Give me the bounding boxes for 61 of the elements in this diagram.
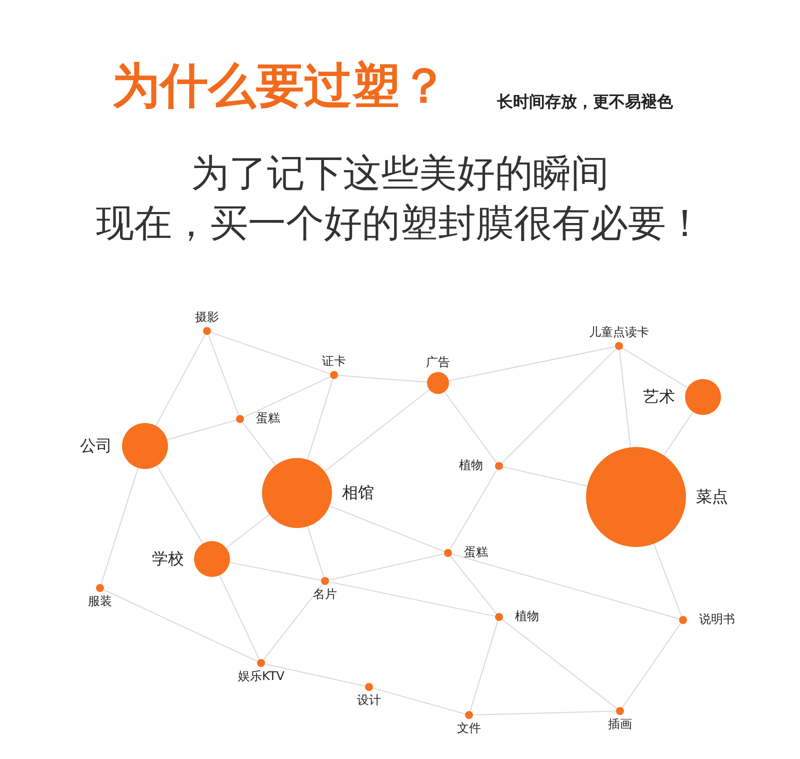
node-label: 蛋糕 (464, 546, 488, 560)
connector-line (329, 505, 445, 552)
node-label: 文件 (457, 722, 481, 736)
node-label: 服装 (88, 595, 112, 608)
node-label: 证卡 (322, 355, 346, 368)
connector-line (502, 466, 588, 486)
connector-line (243, 376, 331, 418)
node-label: 名片 (313, 588, 337, 602)
connector-line (472, 710, 616, 716)
node-label: 摄影 (195, 311, 219, 324)
node-label: 娱乐KTV (238, 670, 284, 684)
connector-line (264, 663, 366, 687)
connector-line (219, 574, 260, 660)
node-label: 学校 (152, 550, 184, 568)
connector-line (103, 589, 258, 662)
connector-line (653, 543, 682, 617)
connector-line (450, 556, 497, 614)
connector-line (208, 334, 240, 416)
connector-line (372, 688, 466, 714)
connector-line (451, 554, 680, 620)
node-label: 相馆 (342, 484, 374, 502)
connector-line (450, 468, 498, 550)
subtitle-line: 现在，买一个好的塑封膜很有必要！ (95, 200, 705, 247)
connector-line (229, 562, 322, 581)
connector-line (622, 622, 682, 708)
connector-line (226, 514, 270, 548)
connector-line (328, 581, 496, 617)
connector-line (242, 422, 276, 466)
connector-line (338, 374, 428, 383)
node-label: 公司 (80, 437, 112, 455)
node-label: 广告 (426, 356, 450, 370)
connector-line (328, 553, 445, 581)
node-label: 植物 (459, 459, 483, 472)
connector-line (156, 465, 204, 544)
node-label: 设计 (357, 694, 381, 708)
title: 为什么要过塑？ (112, 58, 448, 116)
connector-line (470, 620, 498, 712)
connector-line (501, 348, 617, 464)
connector-line (502, 618, 618, 710)
connector-line (307, 526, 324, 578)
node-label: 蛋糕 (256, 412, 280, 426)
connector-line (444, 391, 498, 464)
connector-line (306, 378, 334, 460)
connector-line (210, 332, 331, 374)
connector-line (262, 584, 324, 660)
subtitle-line: 为了记下这些美好的瞬间 (190, 150, 610, 197)
node-label: 儿童点读卡 (589, 326, 649, 340)
node-label: 植物 (515, 610, 539, 624)
node-label: 说明书 (699, 613, 735, 626)
node-label: 插画 (608, 718, 632, 732)
connector-line (618, 349, 631, 448)
connector-line (100, 467, 139, 585)
connector-line (166, 420, 237, 440)
node-label: 菜点 (696, 488, 728, 506)
connector-line (622, 348, 688, 388)
connector-line (155, 334, 206, 426)
connector-line (663, 411, 694, 456)
connector-line (448, 346, 616, 382)
node-label: 艺术 (643, 388, 675, 406)
connector-line (324, 389, 430, 472)
tagline: 长时间存放，更不易褪色 (497, 92, 673, 113)
